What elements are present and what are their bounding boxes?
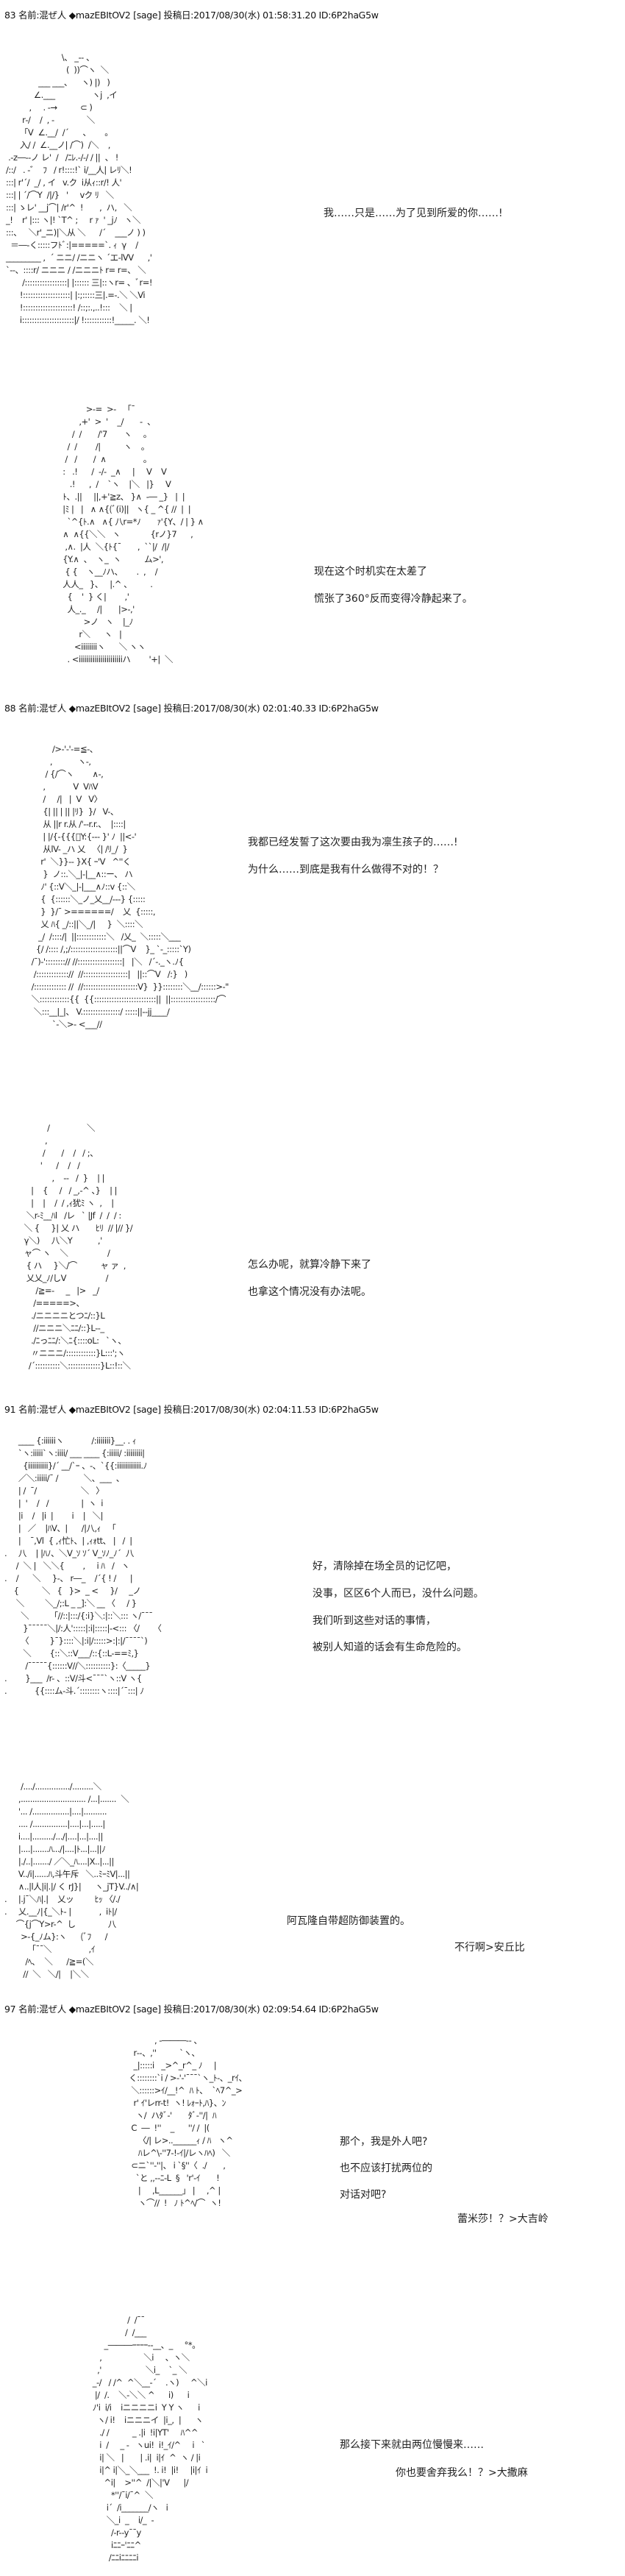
dialogue-line: 也不应该打扰两位的 <box>340 2162 432 2174</box>
post-header: 97 名前:混ぜ人 ◆mazEBItOV2 [sage] 投稿日:2017/08… <box>4 2004 379 2015</box>
dialogue-line: 不行啊>安丘比 <box>454 1942 525 1954</box>
dialogue-line: 好，清除掉在场全员的记忆吧， <box>312 1561 457 1572</box>
dialogue-line: 为什么……到底是我有什么做得不对的！？ <box>248 864 443 876</box>
dialogue-line: 你也要舍弃我么！？>大撒麻 <box>396 2467 528 2479</box>
post-header: 83 名前:混ぜ人 ◆mazEBItOV2 [sage] 投稿日:2017/08… <box>4 10 379 21</box>
dialogue-line: 没事，区区6个人而已，没什么问题。 <box>312 1588 484 1600</box>
dialogue-line: 慌张了360°反而变得冷静起来了。 <box>314 593 473 605</box>
dialogue-line: 怎么办呢，就算冷静下来了 <box>248 1259 371 1271</box>
ascii-art: \、 _-- 、 ( ))⌒ヽ ＼ ___ ___、 ヽ) |) ) ∠.___… <box>6 52 153 325</box>
dialogue-line: 阿瓦隆自带超防御装置的。 <box>287 1915 410 1927</box>
dialogue-line: 那个，我是外人吧? <box>340 2136 428 2148</box>
dialogue-line: 对话对吧? <box>340 2189 387 2201</box>
dialogue-line: 也拿这个情况没有办法呢。 <box>248 1286 371 1298</box>
dialogue-line: 现在这个时机实在太差了 <box>314 566 427 578</box>
dialogue-line: 蕾米莎！？>大吉岭 <box>457 2213 549 2225</box>
ascii-art: , -―――-- 、 r‐-、,'' `ヽ、 _|:::::i _>^_r^_ … <box>129 2035 247 2208</box>
dialogue-line: 被别人知道的话会有生命危险的。 <box>312 1642 467 1653</box>
ascii-art: >-= >- 「¯ ,+' > ' _/ - 、 / / /'7 ヽ 。 / /… <box>63 404 204 664</box>
post-header: 91 名前:混ぜ人 ◆mazEBItOV2 [sage] 投稿日:2017/08… <box>4 1404 379 1415</box>
dialogue-line: 我们听到这些对话的事情， <box>312 1615 436 1627</box>
ascii-art: ____ {:iiiiiiヽ /:iiiiiii}__. . ｨ `ヽ:iiii… <box>4 1436 162 1696</box>
post-header: 88 名前:混ぜ人 ◆mazEBItOV2 [sage] 投稿日:2017/08… <box>4 703 379 714</box>
dialogue-line: 我……只是……为了见到所爱的你……! <box>324 207 503 219</box>
ascii-art: / ＼ , / / / / ;、 ' / / / , -- / } | | | … <box>24 1123 133 1371</box>
ascii-art: />-'-'-=≦-、 , ヽ-, / {/⌒ヽ ∧-, , V VﾊV / /… <box>31 744 229 1029</box>
ascii-art: /..../.............../.........＼ ,......… <box>4 1781 139 1979</box>
ascii-art: / /¯¯ / /___ _―――ｰｰｰｰ--__、_ °*。 , ＼i 、ヽ＼… <box>92 2315 208 2563</box>
dialogue-line: 那么接下来就由两位慢慢来…… <box>340 2439 484 2451</box>
dialogue-line: 我都已经发誓了这次要由我为凛生孩子的……! <box>248 837 458 848</box>
